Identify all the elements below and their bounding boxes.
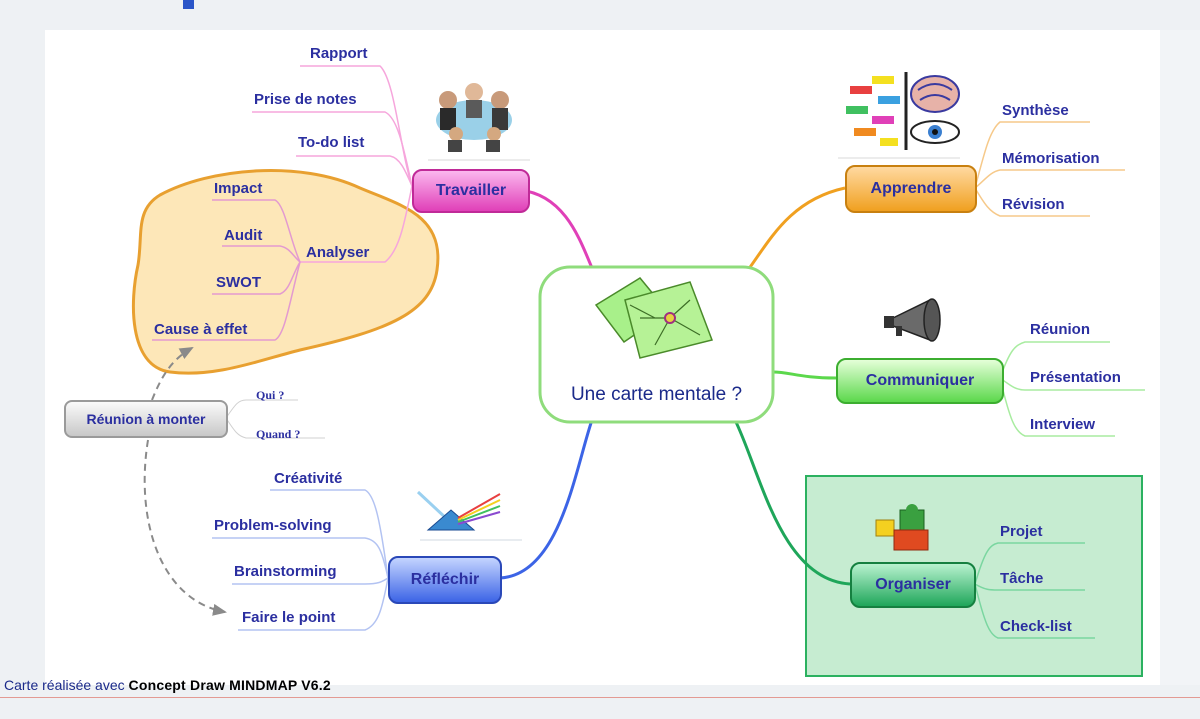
- leaf-analyser[interactable]: Analyser: [306, 244, 370, 261]
- leaf-revision[interactable]: Révision: [1002, 196, 1065, 213]
- leaf-cause-a-effet[interactable]: Cause à effet: [154, 321, 248, 338]
- top-band: [0, 0, 1200, 30]
- footer-prefix: Carte réalisée avec: [4, 677, 129, 693]
- leaf-projet[interactable]: Projet: [1000, 523, 1043, 540]
- leaf-interview[interactable]: Interview: [1030, 416, 1096, 433]
- node-apprendre-label: Apprendre: [870, 180, 952, 197]
- center-title[interactable]: Une carte mentale ?: [570, 384, 743, 405]
- leaf-problem-solving[interactable]: Problem-solving: [214, 517, 332, 534]
- connector-travailler: [519, 188, 594, 269]
- leaf-synthese[interactable]: Synthèse: [1002, 102, 1069, 119]
- leaf-to-do-list[interactable]: To-do list: [298, 134, 365, 151]
- leaf-qui[interactable]: Qui ?: [256, 388, 285, 402]
- leaf-faire-le-point[interactable]: Faire le point: [242, 609, 336, 626]
- leaf-check-list[interactable]: Check-list: [1000, 618, 1072, 635]
- node-organiser-label: Organiser: [875, 576, 951, 593]
- leaf-quand[interactable]: Quand ?: [256, 427, 301, 441]
- node-communiquer-label: Communiquer: [865, 372, 975, 389]
- leaf-reunion[interactable]: Réunion: [1030, 321, 1090, 338]
- node-travailler[interactable]: Travailler: [412, 169, 530, 213]
- leaf-rapport[interactable]: Rapport: [310, 45, 368, 62]
- leaf-impact[interactable]: Impact: [214, 180, 263, 197]
- leaf-prise-de-notes[interactable]: Prise de notes: [254, 91, 357, 108]
- footer-rule: [0, 697, 1200, 698]
- connector-apprendre: [746, 186, 846, 271]
- leaf-creativite[interactable]: Créativité: [274, 470, 343, 487]
- connector-communiquer: [772, 370, 837, 380]
- building-blocks-icon: [875, 504, 929, 551]
- megaphone-icon: [884, 298, 941, 342]
- analyser-cloud: [131, 169, 440, 375]
- node-organiser[interactable]: Organiser: [850, 562, 976, 608]
- title-fragment: [183, 0, 194, 9]
- dashed-arrow-to-faire-le-point: [143, 439, 227, 616]
- node-reflechir-label: Réfléchir: [410, 571, 480, 588]
- leaf-audit[interactable]: Audit: [224, 227, 263, 244]
- learning-notes-brain-eye-icon: [846, 72, 960, 150]
- leaf-memorisation[interactable]: Mémorisation: [1002, 150, 1100, 167]
- node-reunion-label: Réunion à monter: [86, 411, 206, 427]
- neuron-map-icon: [594, 277, 714, 359]
- node-communiquer[interactable]: Communiquer: [836, 358, 1004, 404]
- connector-organiser: [733, 419, 851, 586]
- footer-product: Concept Draw MINDMAP V6.2: [128, 677, 331, 693]
- leaf-brainstorming[interactable]: Brainstorming: [234, 563, 337, 580]
- node-reflechir[interactable]: Réfléchir: [388, 556, 502, 604]
- right-margin: [1160, 30, 1200, 685]
- leaf-presentation[interactable]: Présentation: [1030, 369, 1121, 386]
- node-reunion-a-monter[interactable]: Réunion à monter: [64, 400, 228, 438]
- prism-light-icon: [416, 490, 522, 541]
- dashed-arrow-to-analyser: [151, 347, 194, 401]
- meeting-people-icon: [436, 83, 512, 152]
- leaf-swot[interactable]: SWOT: [216, 274, 261, 291]
- leaf-tache[interactable]: Tâche: [1000, 570, 1044, 587]
- node-apprendre[interactable]: Apprendre: [845, 165, 977, 213]
- footer-credit: Carte réalisée avec Concept Draw MINDMAP…: [4, 677, 331, 693]
- connector-reflechir: [499, 419, 594, 580]
- node-travailler-label: Travailler: [435, 182, 507, 199]
